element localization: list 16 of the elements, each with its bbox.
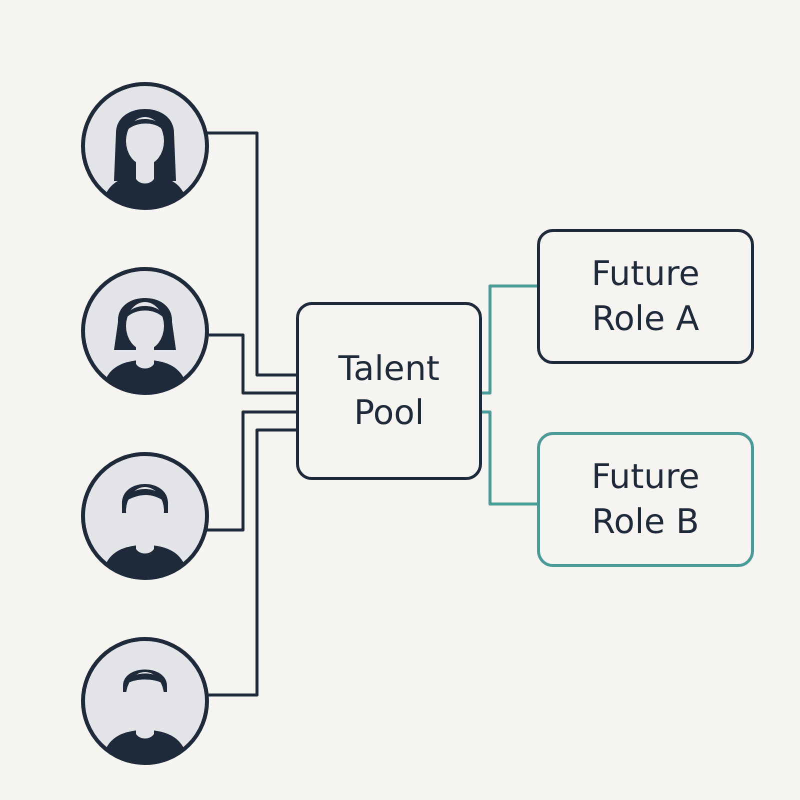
connector-line <box>480 284 538 394</box>
process-box <box>537 432 754 567</box>
person-avatar <box>80 451 210 581</box>
node-label: Talent Pool <box>337 348 441 435</box>
node-label: Future Role B <box>590 456 701 544</box>
process-box <box>537 229 754 364</box>
person-avatar <box>80 636 210 766</box>
process-box <box>296 302 482 480</box>
connector-line <box>206 410 298 532</box>
connector-line <box>206 132 298 376</box>
person-avatar <box>80 81 210 211</box>
connector-line <box>207 428 298 696</box>
person-avatar <box>80 266 210 396</box>
node-label: Future Role A <box>590 253 701 340</box>
connector-line <box>480 410 538 506</box>
connector-line <box>207 334 298 394</box>
